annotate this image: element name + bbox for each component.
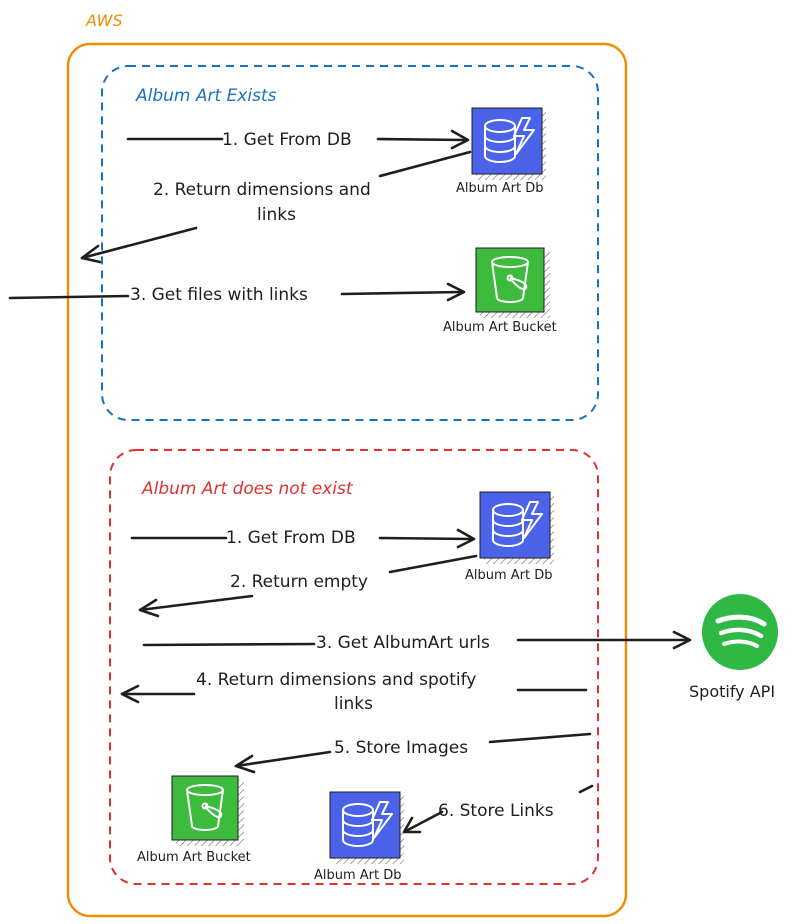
missing-step4-label-line2: links bbox=[334, 694, 373, 714]
missing-step5-arrow bbox=[234, 732, 592, 768]
missing-step4-label-line1: 4. Return dimensions and spotify bbox=[196, 670, 476, 690]
missing-step3-arrowhead bbox=[672, 630, 692, 650]
missing-step6-arrow bbox=[402, 784, 594, 834]
missing-step5-arrowhead bbox=[234, 754, 256, 774]
s3-bucket-icon bbox=[171, 775, 244, 846]
exists-db-label: Album Art Db bbox=[456, 181, 544, 196]
missing-step6-label: 6. Store Links bbox=[438, 801, 554, 821]
s3-bucket-icon bbox=[475, 247, 550, 318]
missing-step3-arrow bbox=[142, 638, 690, 647]
aws-label: AWS bbox=[85, 11, 123, 30]
exists-step1-arrow bbox=[126, 137, 468, 142]
exists-step3-arrow bbox=[8, 290, 464, 300]
exists-step2-arrow bbox=[80, 150, 472, 260]
missing-step4-arrowhead bbox=[120, 684, 140, 704]
database-icon bbox=[329, 791, 404, 864]
exists-step3-arrowhead bbox=[446, 282, 466, 302]
missing-db2-label: Album Art Db bbox=[314, 868, 402, 883]
missing-step1-arrow bbox=[130, 536, 474, 541]
database-icon bbox=[479, 491, 554, 564]
spotify-logo-icon bbox=[702, 594, 778, 670]
missing-step2-arrowhead bbox=[138, 598, 160, 618]
missing-step5-label: 5. Store Images bbox=[334, 738, 468, 758]
missing-step2-arrow bbox=[138, 554, 478, 612]
exists-group-label: Album Art Exists bbox=[135, 86, 277, 106]
exists-bucket-label: Album Art Bucket bbox=[443, 320, 557, 335]
aws-boundary bbox=[66, 42, 628, 918]
spotify-label: Spotify API bbox=[689, 682, 775, 701]
exists-step2-label-line1: 2. Return dimensions and bbox=[153, 180, 371, 200]
exists-step3-label: 3. Get files with links bbox=[130, 285, 308, 305]
exists-step2-label-line2: links bbox=[257, 205, 296, 225]
exists-group-boundary bbox=[101, 65, 599, 421]
missing-bucket-label: Album Art Bucket bbox=[137, 850, 251, 865]
exists-step1-label: 1. Get From DB bbox=[222, 130, 352, 150]
missing-step3-label: 3. Get AlbumArt urls bbox=[316, 633, 490, 653]
missing-step2-label: 2. Return empty bbox=[230, 572, 368, 592]
missing-db-label: Album Art Db bbox=[465, 568, 553, 583]
missing-group-boundary bbox=[109, 449, 599, 885]
missing-step1-arrowhead bbox=[456, 528, 476, 549]
missing-step1-label: 1. Get From DB bbox=[226, 528, 356, 548]
exists-step2-arrowhead bbox=[80, 244, 102, 264]
missing-step4-arrow bbox=[120, 688, 588, 696]
missing-group-label: Album Art does not exist bbox=[141, 479, 354, 499]
exists-step1-arrowhead bbox=[450, 129, 470, 150]
database-icon bbox=[471, 107, 546, 180]
